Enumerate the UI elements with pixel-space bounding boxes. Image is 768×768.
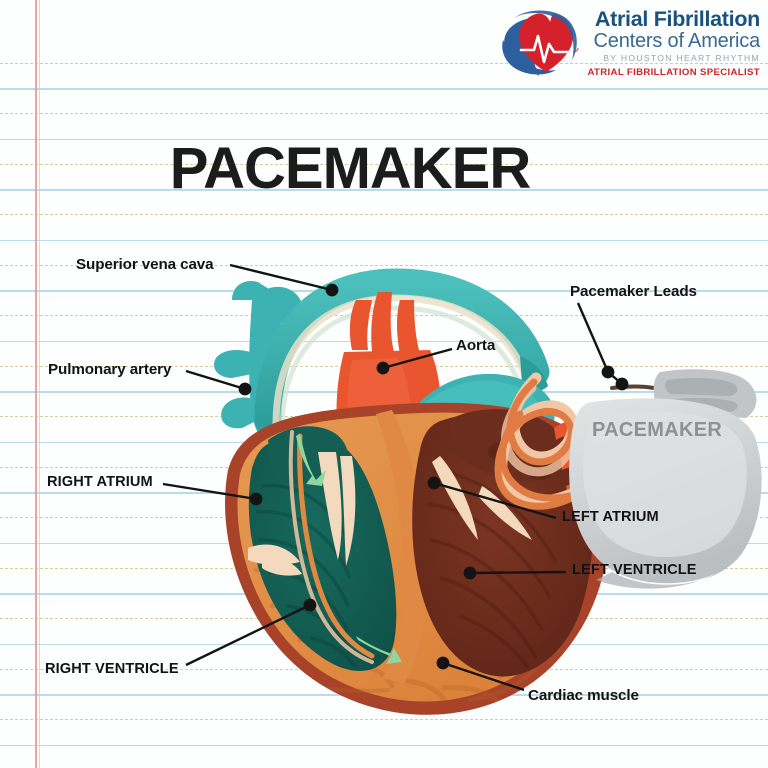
paper-rule-line (0, 138, 768, 141)
paper-rule-line (0, 88, 768, 90)
paper-dashed-line (0, 62, 768, 64)
label-superior-vena-cava: Superior vena cava (76, 256, 214, 273)
heart-ekg-logo-icon (502, 10, 580, 77)
paper-margin-line (35, 0, 37, 768)
interventricular-septum (376, 410, 427, 684)
paper-dashed-line (0, 163, 768, 165)
paper-rule-line (0, 189, 768, 191)
logo-line-2: Centers of America (593, 30, 761, 53)
pacemaker-device (569, 369, 762, 589)
label-pacemaker-leads: Pacemaker Leads (570, 283, 697, 300)
label-cardiac-muscle: Cardiac muscle (528, 687, 639, 704)
label-pulmonary-artery: Pulmonary artery (48, 361, 172, 378)
leader-lines (162, 263, 629, 692)
label-right-ventricle: RIGHT VENTRICLE (45, 661, 179, 677)
right-heart-chambers (248, 426, 397, 671)
paper-dashed-line (0, 214, 768, 216)
logo-line-1: Atrial Fibrillation (594, 6, 760, 31)
label-aorta: Aorta (456, 337, 496, 354)
pacemaker-device-label: PACEMAKER (592, 419, 723, 441)
paper-rule-line (0, 744, 768, 747)
tricuspid-valve (318, 452, 342, 560)
mitral-valve (432, 456, 478, 540)
paper-dashed-line (0, 719, 768, 721)
logo-line-4: ATRIAL FIBRILLATION SPECIALIST (587, 66, 760, 78)
paper-rule-line (0, 239, 768, 242)
label-right-atrium: RIGHT ATRIUM (47, 474, 153, 490)
lead-tip-arrows (296, 434, 402, 664)
paper-dashed-line (0, 113, 768, 115)
paper-margin-line-secondary (39, 0, 40, 768)
paper-dashed-line (0, 264, 768, 266)
label-left-ventricle: LEFT VENTRICLE (572, 562, 697, 578)
logo-wordmark: Atrial Fibrillation Centers of America B… (587, 6, 761, 78)
brand-logo[interactable]: Atrial Fibrillation Centers of America B… (494, 6, 760, 80)
label-left-atrium: LEFT ATRIUM (562, 509, 659, 525)
page-title: PACEMAKER (169, 136, 532, 201)
logo-line-3: BY HOUSTON HEART RHYTHM (603, 53, 760, 64)
